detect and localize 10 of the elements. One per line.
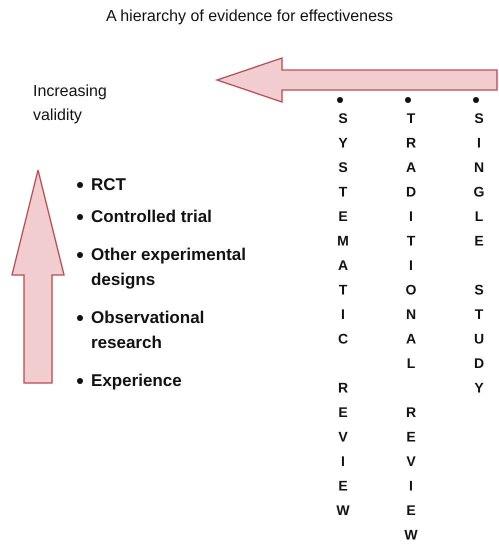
vertical-label: SINGLE STUDY <box>470 110 488 404</box>
list-item: Observational research <box>91 307 206 354</box>
list-item: RCT <box>91 174 127 196</box>
list-item: Controlled trial <box>91 206 213 228</box>
vertical-label: SYSTEMATIC REVIEW <box>334 110 352 526</box>
title: A hierarchy of evidence for effectiveness <box>105 8 394 26</box>
axis-label: Increasing validity <box>33 82 108 126</box>
list-item: Other experimental designs <box>91 244 247 291</box>
list-item: Experience <box>91 370 183 392</box>
vertical-label: TRADITIONAL REVIEW <box>402 110 420 549</box>
